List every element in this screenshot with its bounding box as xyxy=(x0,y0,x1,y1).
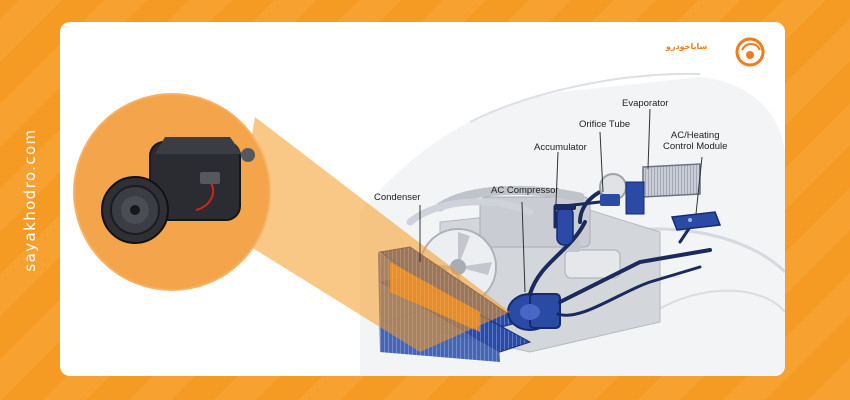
site-watermark: sayakhodro.com xyxy=(21,128,39,272)
evaporator xyxy=(625,163,701,215)
label-ac-heating-line2: Control Module xyxy=(663,141,728,152)
label-orifice-tube: Orifice Tube xyxy=(579,119,631,130)
ac-system-diagram xyxy=(73,37,785,376)
label-leader-lines xyxy=(419,108,703,293)
brand-logo-text: سایاخودرو xyxy=(666,42,708,51)
zoom-callout xyxy=(235,117,510,352)
orifice-tube xyxy=(599,173,627,206)
compressor-inset xyxy=(73,93,271,291)
compressor-closeup xyxy=(101,137,255,244)
label-evaporator: Evaporator xyxy=(622,98,669,109)
swirl-logo-icon xyxy=(735,37,765,67)
label-ac-heating-control-module: AC/Heating Control Module xyxy=(663,130,727,152)
diagram-panel: سایاخودرو Evaporator Orifice Tube Accumu… xyxy=(60,22,785,376)
ac-compressor xyxy=(507,293,561,331)
label-ac-heating-line1: AC/Heating xyxy=(670,130,720,141)
label-accumulator: Accumulator xyxy=(534,142,587,153)
label-condenser: Condenser xyxy=(374,192,421,203)
ac-heating-control-module xyxy=(670,211,722,231)
accumulator xyxy=(554,204,576,246)
label-ac-compressor: AC Compressor xyxy=(491,185,559,196)
